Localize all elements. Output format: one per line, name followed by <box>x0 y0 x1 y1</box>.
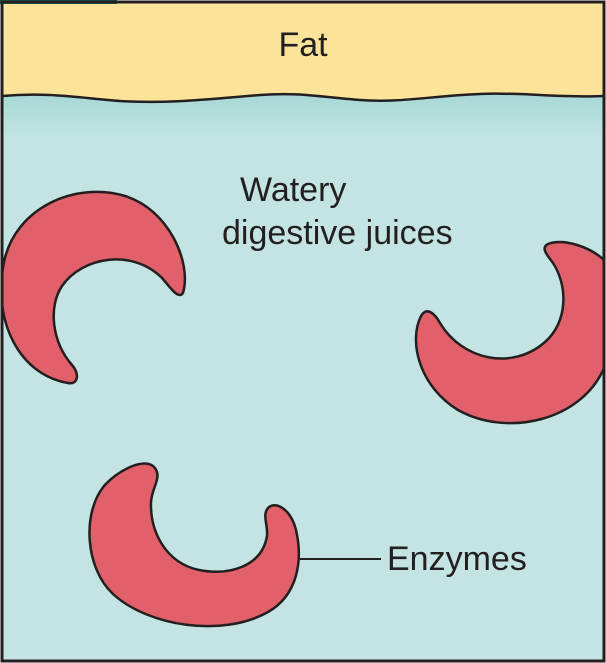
enzymes-label: Enzymes <box>387 540 527 578</box>
juices-label-line2: digestive juices <box>222 214 453 252</box>
fat-label: Fat <box>278 26 328 64</box>
juices-label-line1: Watery <box>240 171 346 209</box>
